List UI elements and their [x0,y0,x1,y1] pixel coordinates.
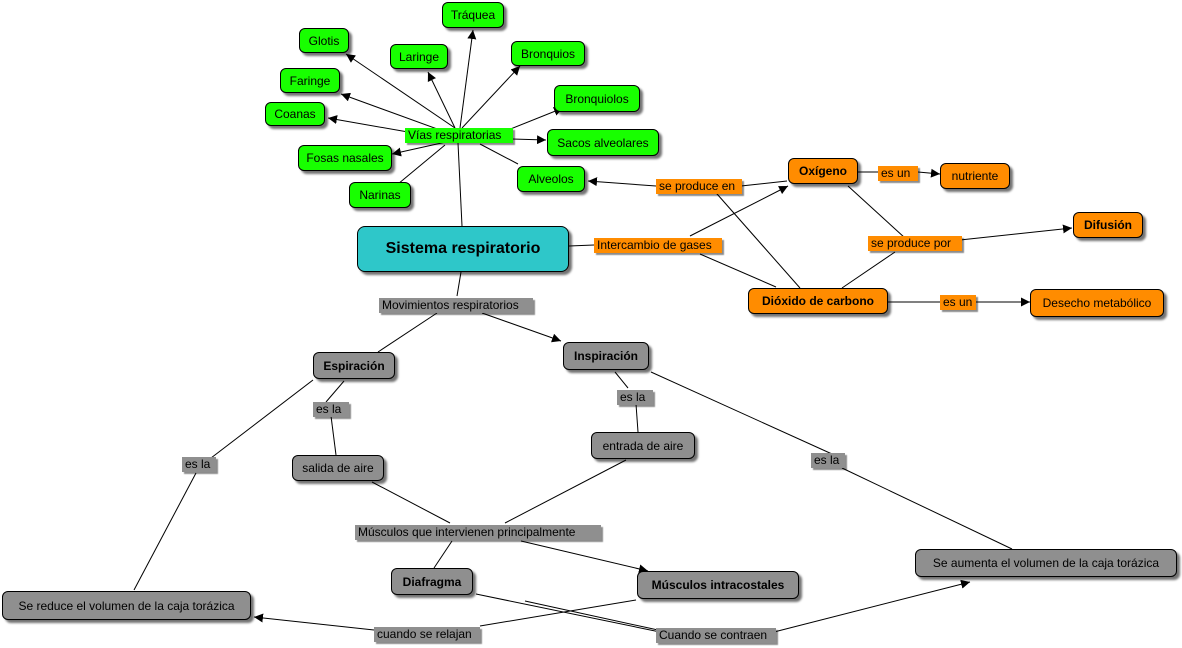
node-glotis[interactable]: Glotis [299,28,349,53]
node-sacos-alveolares[interactable]: Sacos alveolares [547,129,659,156]
node-salida-de-aire[interactable]: salida de aire [292,455,384,481]
node-traquea[interactable]: Tráquea [442,2,504,28]
node-narinas[interactable]: Narinas [349,182,411,208]
node-fosas-nasales[interactable]: Fosas nasales [298,145,392,171]
label-es-un-nutriente: es un [878,166,918,181]
node-musculos-intracostales[interactable]: Músculos intracostales [637,571,799,599]
node-diafragma[interactable]: Diafragma [391,568,473,595]
label-es-la-aumenta: es la [811,453,845,468]
label-musculos-que-intervienen: Músculos que intervienen principalmente [355,525,601,540]
node-oxigeno[interactable]: Oxígeno [788,158,858,184]
label-se-produce-por: se produce por [868,236,962,251]
node-coanas[interactable]: Coanas [265,102,325,126]
label-intercambio-de-gases: Intercambio de gases [594,238,722,253]
node-nutriente[interactable]: nutriente [940,163,1010,189]
node-difusion[interactable]: Difusión [1073,212,1143,238]
label-cuando-se-contraen: Cuando se contraen [656,628,776,643]
label-se-produce-en: se produce en [656,179,742,194]
node-se-reduce-volumen[interactable]: Se reduce el volumen de la caja torázica [2,591,251,620]
label-es-la-entrada: es la [617,390,653,405]
node-dioxido-de-carbono[interactable]: Dióxido de carbono [748,288,888,314]
node-se-aumenta-volumen[interactable]: Se aumenta el volumen de la caja torázic… [915,549,1177,577]
node-alveolos[interactable]: Alveolos [517,166,585,192]
label-es-un-desecho: es un [940,295,976,310]
node-entrada-de-aire[interactable]: entrada de aire [591,432,695,459]
node-sistema-respiratorio[interactable]: Sistema respiratorio [357,226,569,272]
node-inspiracion[interactable]: Inspiración [563,342,649,370]
node-bronquios[interactable]: Bronquios [511,41,585,66]
label-movimientos-respiratorios: Movimientos respiratorios [379,298,533,313]
node-espiracion[interactable]: Espiración [313,352,395,379]
node-laringe[interactable]: Laringe [390,44,448,69]
label-cuando-se-relajan: cuando se relajan [374,627,480,642]
node-desecho-metabolico[interactable]: Desecho metabólico [1030,289,1164,317]
label-vias-respiratorias: Vías respiratorias [405,128,513,143]
node-faringe[interactable]: Faringe [280,68,340,93]
label-es-la-reduce: es la [182,457,216,472]
label-es-la-salida: es la [313,402,349,417]
node-bronquiolos[interactable]: Bronquiolos [554,85,640,112]
